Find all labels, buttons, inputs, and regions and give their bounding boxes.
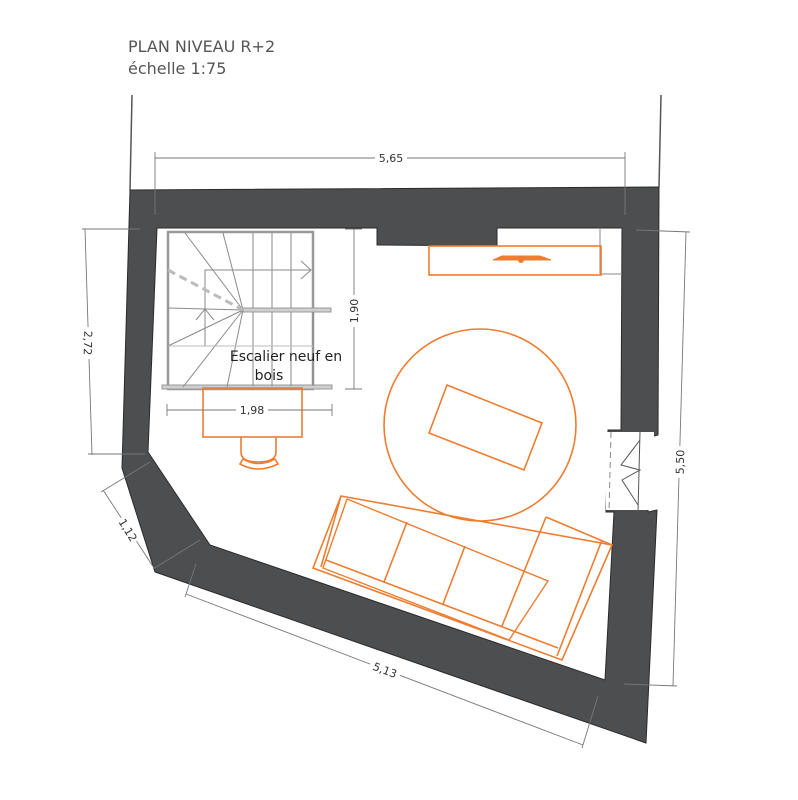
furniture	[202, 245, 614, 662]
party-wall-line-right	[658, 94, 662, 188]
staircase	[161, 230, 333, 391]
plan-title: PLAN NIVEAU R+2	[128, 37, 276, 56]
desk-chair	[240, 437, 277, 463]
round-rug	[383, 328, 577, 522]
plan-scale: échelle 1:75	[128, 59, 227, 78]
sideboard	[428, 245, 602, 276]
desk	[202, 387, 303, 438]
sofa	[311, 495, 614, 662]
coffee-table	[427, 383, 544, 472]
dim-right-height: 5,50	[674, 450, 688, 475]
stair-label-line1: Escalier neuf en	[230, 349, 342, 365]
dim-stair-width: 1,98	[240, 404, 265, 417]
walls	[121, 186, 660, 744]
dim-bottom-diagonal: 5,13	[371, 660, 399, 681]
dim-left-height: 2,72	[81, 331, 95, 356]
window-right	[606, 431, 654, 513]
dim-top-width: 5,65	[379, 152, 404, 165]
stair-label-line2: bois	[255, 368, 284, 384]
dimension-labels: 5,65 5,50 2,72 1,12 5,13 1,90 1,98	[80, 151, 688, 683]
dim-stair-depth: 1,90	[348, 299, 361, 324]
party-wall-line-left	[129, 94, 133, 191]
plan-title-block: PLAN NIVEAU R+2 échelle 1:75	[128, 36, 275, 80]
